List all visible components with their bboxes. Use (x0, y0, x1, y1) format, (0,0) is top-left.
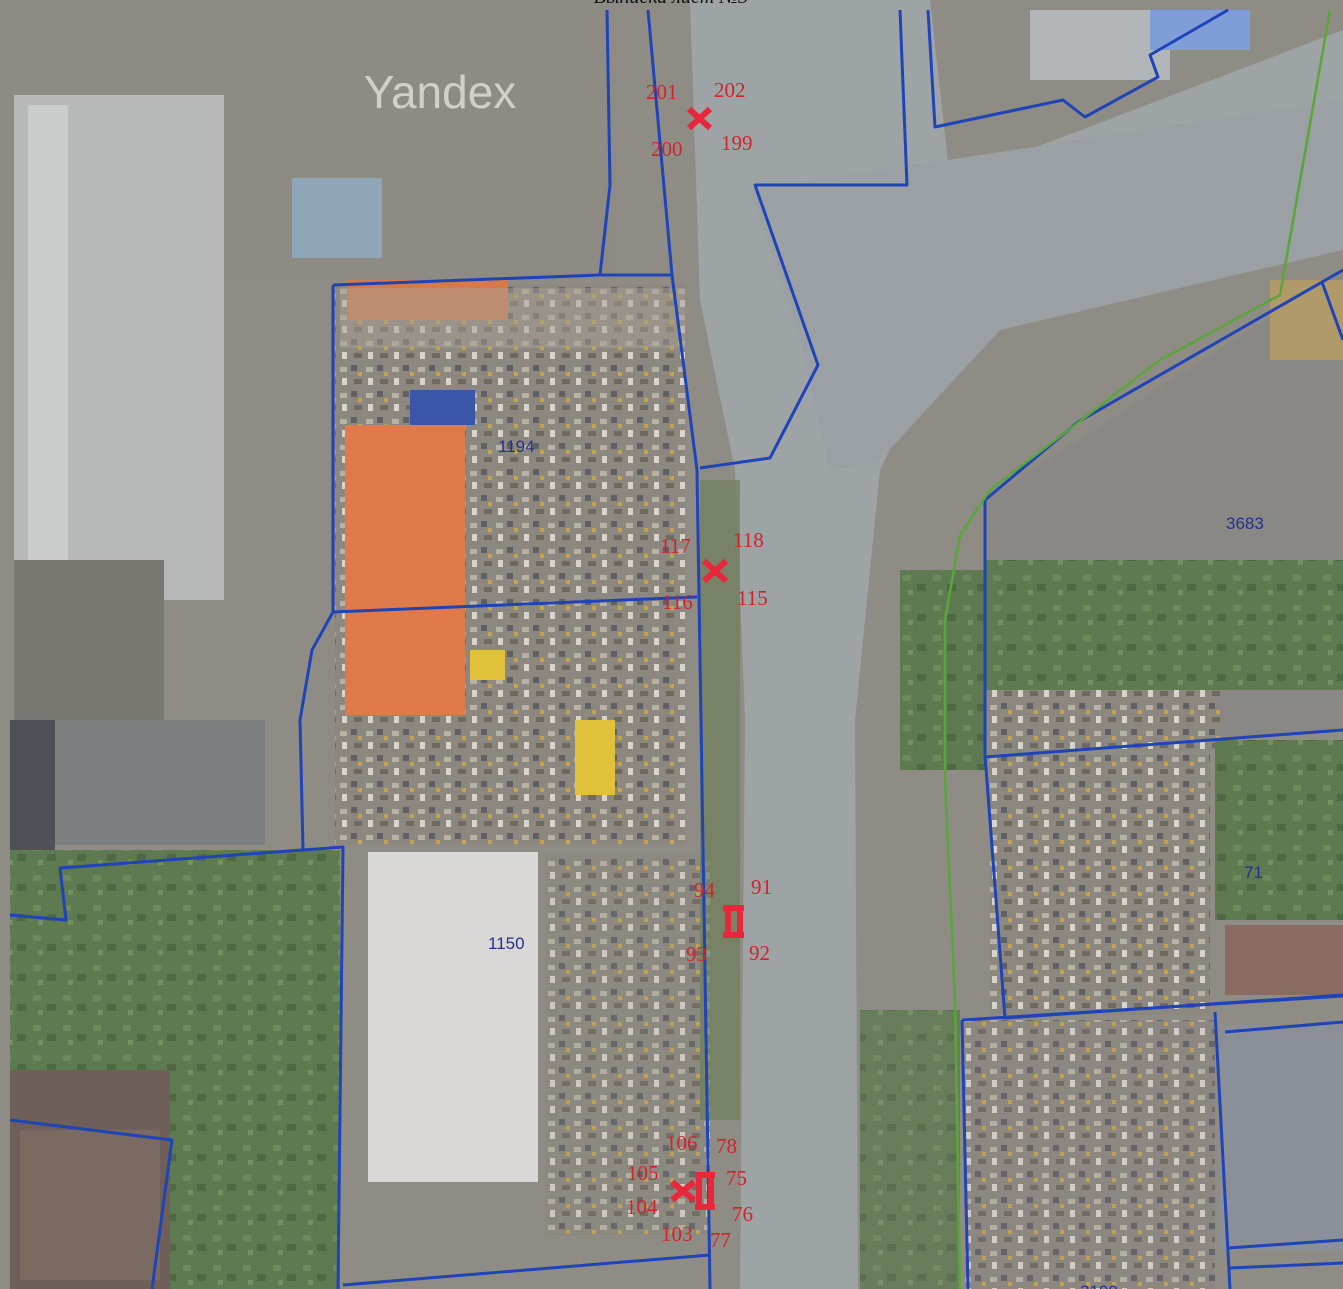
point-label: 200 (651, 137, 683, 161)
point-label: 91 (751, 875, 772, 899)
point-label: 94 (694, 878, 716, 902)
point-group: 117 118 116 115 (660, 528, 768, 614)
sheet-header: Выписка лист №3 (594, 0, 748, 8)
boundary-line (1213, 1011, 1232, 1289)
point-group: 94 91 93 92 (686, 875, 772, 966)
point-label: 93 (686, 942, 707, 966)
point-label: 199 (721, 131, 753, 155)
parcel-boundaries (9, 8, 1343, 1289)
plot-label: 1194 (498, 437, 535, 456)
point-label: 76 (732, 1202, 753, 1226)
boundary-line (961, 994, 1343, 1022)
boundary-line (342, 1253, 711, 1287)
yandex-watermark: Yandex (364, 66, 517, 118)
point-label: 77 (710, 1228, 731, 1252)
point-label: 115 (737, 586, 768, 610)
point-label: 92 (749, 941, 770, 965)
boundary-line (926, 8, 1229, 129)
point-label: 202 (714, 78, 746, 102)
boundary-line (9, 845, 345, 1289)
point-label: 118 (733, 528, 764, 552)
boundary-line (1224, 1020, 1343, 1034)
boundary-line (332, 273, 672, 287)
point-group: 201 202 200 199 (646, 78, 753, 161)
boundary-line (1227, 1238, 1343, 1250)
boundary-line (984, 728, 1343, 759)
plot-label: 3100 (1080, 1282, 1118, 1289)
boundary-line (1320, 281, 1343, 341)
point-label: 105 (627, 1161, 659, 1185)
boundary-line (960, 1019, 970, 1289)
boundary-line (598, 9, 612, 276)
green-line (943, 9, 1332, 1289)
point-label: 104 (626, 1195, 658, 1219)
point-label: 103 (661, 1222, 693, 1246)
point-marker (701, 558, 729, 584)
point-marker (686, 106, 713, 131)
plot-label: 71 (1244, 863, 1263, 882)
plot-labels: 1194 1150 3683 71 3100 (488, 437, 1264, 1289)
point-label: 117 (660, 534, 691, 558)
point-label: 75 (726, 1166, 747, 1190)
plot-label: 1150 (488, 934, 525, 953)
point-marker (670, 1179, 696, 1203)
point-group: 106 78 105 75 104 76 103 77 (626, 1131, 753, 1252)
point-label: 116 (662, 590, 693, 614)
boundary-line (646, 9, 712, 1289)
boundary-line (9, 1118, 174, 1289)
point-label: 78 (716, 1134, 737, 1158)
boundary-line (298, 611, 335, 851)
boundary-line (1229, 1261, 1343, 1270)
boundary-line (699, 9, 909, 470)
point-label: 201 (646, 80, 678, 104)
plot-label: 3683 (1226, 514, 1264, 533)
point-label: 106 (666, 1131, 698, 1155)
